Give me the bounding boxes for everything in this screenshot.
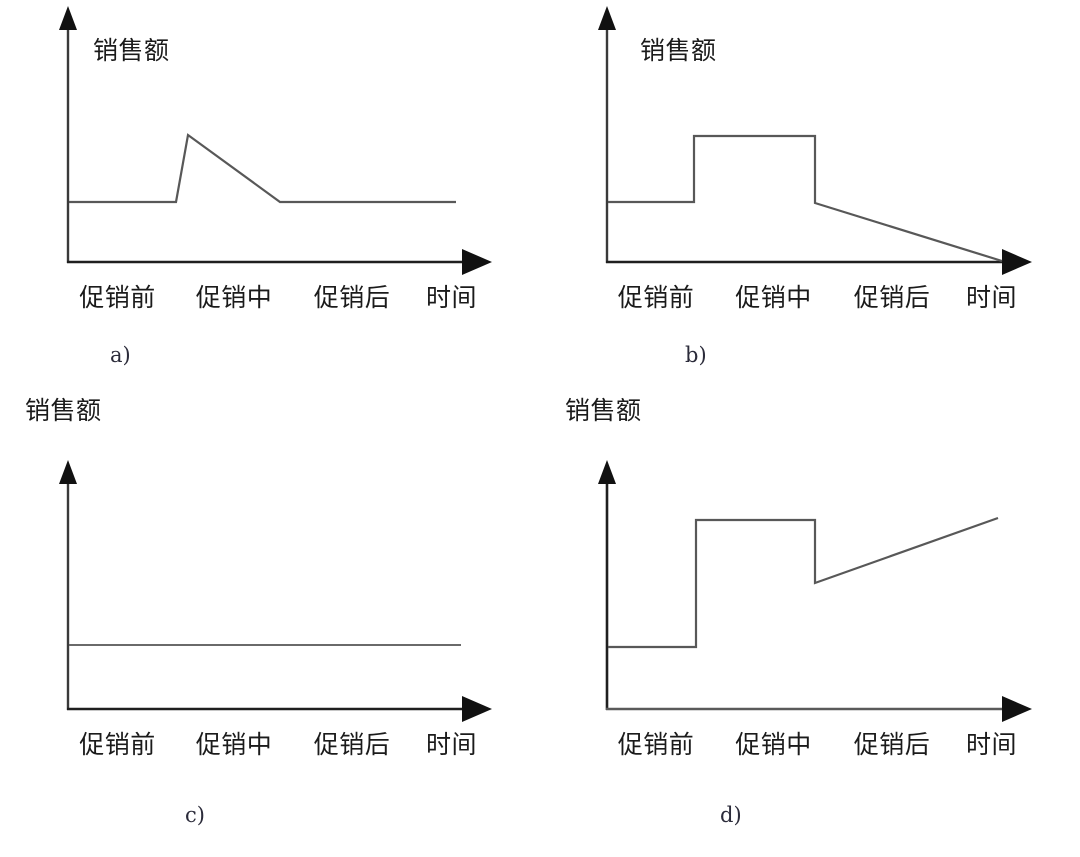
x-tick-pre-promotion-a: 促销前 [79,283,156,312]
chart-panel-b: 销售额 促销前 促销中 促销后 时间 b) [540,0,1080,380]
y-axis-label-d: 销售额 [565,396,642,425]
x-axis-title-d: 时间 [965,730,1017,759]
x-tick-pre-promotion-c: 促销前 [79,730,156,759]
chart-b-canvas [598,6,1032,275]
sales-line-a [69,133,456,204]
x-tick-during-promotion-c: 促销中 [195,730,273,759]
chart-a-canvas [59,6,492,275]
y-axis-label-c: 销售额 [25,396,102,425]
x-axis-arrow-icon [1002,696,1032,722]
y-axis-label-b: 销售额 [640,36,717,65]
chart-panel-c: 销售额 促销前 促销中 促销后 时间 c) [0,380,540,857]
panel-caption-c: c) [185,803,205,827]
x-tick-during-promotion-b: 促销中 [735,283,812,312]
sales-line-d [608,516,999,649]
chart-d-canvas [598,460,1032,722]
x-axis-arrow-icon [462,249,492,275]
panel-caption-a: a) [110,343,131,367]
x-tick-post-promotion-d: 促销后 [853,730,931,759]
x-axis-title-a: 时间 [425,283,477,312]
x-tick-post-promotion-c: 促销后 [313,730,391,759]
chart-panel-a: 销售额 促销前 促销中 促销后 时间 a) [0,0,540,380]
sales-line-b [608,134,1003,263]
y-axis-arrow-icon [59,460,77,484]
x-tick-pre-promotion-b: 促销前 [617,283,695,312]
x-tick-post-promotion-b: 促销后 [853,283,931,312]
x-tick-pre-promotion-d: 促销前 [617,730,695,759]
x-axis-arrow-icon [462,696,492,722]
x-tick-during-promotion-a: 促销中 [195,283,273,312]
chart-c-canvas [59,460,492,722]
x-axis-arrow-icon [1002,249,1032,275]
x-tick-post-promotion-a: 促销后 [313,283,391,312]
y-axis-arrow-icon [598,460,616,484]
x-tick-during-promotion-d: 促销中 [735,730,812,759]
chart-panel-d: 销售额 促销前 促销中 促销后 时间 d) [540,380,1080,857]
panel-caption-b: b) [685,343,707,367]
y-axis-label-a: 销售额 [93,36,170,65]
x-axis-title-c: 时间 [425,730,477,759]
y-axis-arrow-icon [59,6,77,30]
panel-caption-d: d) [720,803,742,827]
y-axis-arrow-icon [598,6,616,30]
x-axis-title-b: 时间 [965,283,1017,312]
